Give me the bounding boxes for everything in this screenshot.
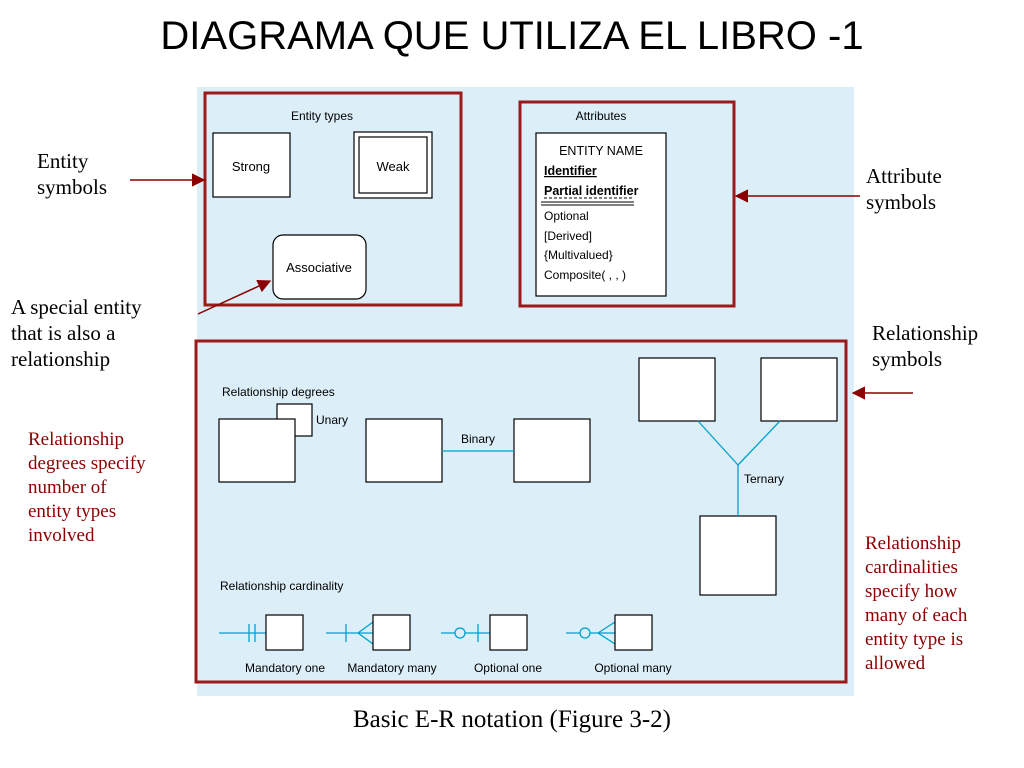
- special-entity-line-1: A special entity: [11, 295, 142, 319]
- unary-label: Unary: [316, 413, 348, 427]
- mandatory-many-crow-top: [357, 621, 374, 634]
- cardinalities-note-line-4: many of each: [865, 605, 968, 626]
- optional-many-circle: [579, 627, 591, 639]
- mandatory-many-label: Mandatory many: [347, 661, 436, 675]
- degrees-note: Relationship degrees specify number of e…: [28, 428, 146, 548]
- ternary-line-left: [697, 420, 739, 466]
- special-entity-line-2: that is also a: [11, 321, 116, 345]
- binary-left-entity: [365, 418, 443, 483]
- identifier-text: Identifier: [544, 164, 597, 178]
- attributes-frame: [518, 100, 736, 308]
- relationships-frame: [194, 339, 848, 684]
- cardinalities-note-line-2: cardinalities: [865, 557, 958, 578]
- mandatory-one-label: Mandatory one: [245, 661, 325, 675]
- weak-entity-label: Weak: [377, 159, 410, 174]
- binary-right-entity: [513, 418, 591, 483]
- ternary-bottom-entity: [699, 515, 777, 596]
- degrees-note-line-4: entity types: [28, 501, 117, 522]
- strong-entity-label: Strong: [232, 159, 270, 174]
- optional-many-crow-top: [597, 621, 616, 634]
- relationship-symbols-note: Relationship symbols: [872, 320, 978, 372]
- special-entity-line-3: relationship: [11, 347, 111, 371]
- associative-entity-label: Associative: [286, 260, 352, 275]
- mandatory-one-entity: [265, 614, 304, 651]
- mandatory-many-entity: [372, 614, 411, 651]
- cardinalities-note-line-6: allowed: [865, 653, 926, 674]
- binary-label: Binary: [461, 432, 495, 446]
- ternary-left-entity: [638, 357, 716, 422]
- cardinality-heading: Relationship cardinality: [220, 579, 343, 593]
- optional-many-crow-bottom: [597, 632, 616, 645]
- optional-one-circle: [454, 627, 466, 639]
- entity-types-frame: [203, 91, 463, 307]
- ternary-right-entity: [760, 357, 838, 422]
- multivalued-attr-text: {Multivalued}: [544, 248, 613, 262]
- degrees-note-line-5: involved: [28, 525, 95, 546]
- strong-entity-box: [212, 132, 291, 198]
- cardinalities-note: Relationship cardinalities specify how m…: [865, 532, 967, 676]
- attribute-symbols-line-2: symbols: [866, 190, 937, 214]
- relationship-symbols-line-1: Relationship: [872, 321, 979, 345]
- cardinalities-note-line-5: entity type is: [865, 629, 964, 650]
- degrees-note-line-3: number of: [28, 477, 107, 498]
- weak-entity-inner-box: [358, 136, 428, 194]
- derived-attr-text: [Derived]: [544, 229, 592, 243]
- entity-symbols-line-1: Entity: [37, 149, 89, 173]
- entity-name-text: ENTITY NAME: [559, 144, 643, 158]
- figure-caption: Basic E-R notation (Figure 3-2): [353, 706, 671, 733]
- optional-many-entity: [614, 614, 653, 651]
- ternary-line-right: [737, 420, 781, 466]
- cardinalities-note-line-3: specify how: [865, 581, 958, 602]
- optional-many-label: Optional many: [594, 661, 671, 675]
- optional-one-label: Optional one: [474, 661, 542, 675]
- degrees-note-line-1: Relationship: [28, 429, 125, 450]
- special-entity-arrow: [197, 279, 272, 315]
- ternary-label: Ternary: [744, 472, 784, 486]
- attribute-symbols-line-1: Attribute: [866, 164, 942, 188]
- special-entity-note: A special entity that is also a relation…: [11, 294, 142, 372]
- associative-entity-box: [272, 234, 367, 300]
- entity-symbols-note: Entity symbols: [37, 148, 107, 200]
- entity-types-heading: Entity types: [291, 109, 353, 123]
- degrees-heading: Relationship degrees: [222, 385, 335, 399]
- slide-title: DIAGRAMA QUE UTILIZA EL LIBRO -1: [160, 14, 864, 58]
- attribute-symbols-note: Attribute symbols: [866, 163, 942, 215]
- optional-attr-text: Optional: [544, 209, 589, 223]
- entity-symbols-line-2: symbols: [37, 175, 108, 199]
- unary-entity-box: [218, 418, 296, 483]
- relationship-symbols-line-2: symbols: [872, 347, 943, 371]
- partial-identifier-text: Partial identifier: [544, 184, 639, 198]
- attributes-heading: Attributes: [576, 109, 627, 123]
- degrees-note-line-2: degrees specify: [28, 453, 146, 474]
- cardinalities-note-line-1: Relationship: [865, 533, 962, 554]
- optional-one-entity: [489, 614, 528, 651]
- attributes-box: [535, 132, 667, 297]
- composite-attr-text: Composite( , , ): [544, 268, 626, 282]
- mandatory-many-crow-bottom: [357, 632, 374, 645]
